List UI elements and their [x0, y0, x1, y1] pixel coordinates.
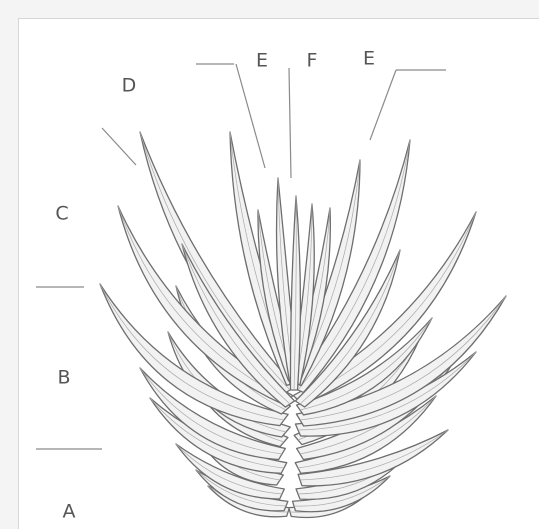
label-c: C: [55, 205, 68, 224]
label-e-left: E: [256, 52, 268, 71]
leader-line-e-right-drop: [370, 70, 396, 140]
leader-line-e-left-drop: [236, 64, 265, 168]
leaf-31: [290, 196, 300, 390]
label-f: F: [307, 52, 318, 71]
label-a: A: [63, 503, 76, 522]
leader-line-f: [289, 68, 291, 178]
leader-line-d: [102, 128, 136, 165]
leaf-group: [100, 132, 506, 518]
label-e-right: E: [363, 50, 375, 69]
label-d: D: [122, 77, 137, 96]
label-b: B: [57, 369, 70, 388]
